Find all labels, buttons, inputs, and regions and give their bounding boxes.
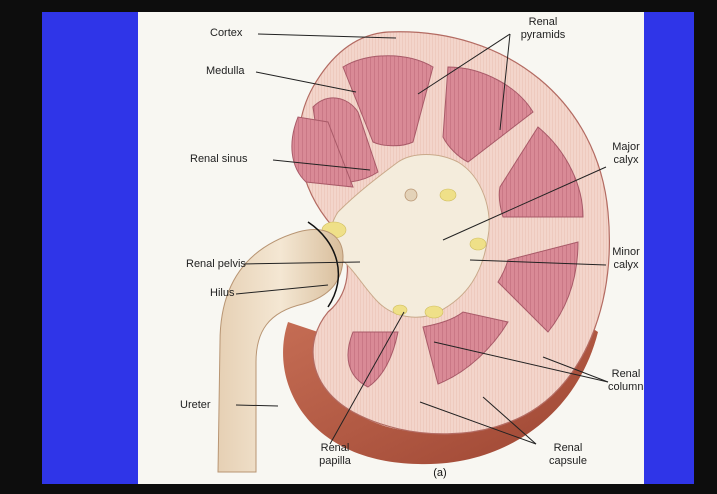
label-renal-columns: Renal columns — [608, 368, 644, 394]
label-major-calyx: Major calyx — [608, 141, 644, 167]
figure-caption: (a) — [420, 467, 460, 480]
label-ureter: Ureter — [180, 399, 211, 412]
label-minor-calyx: Minor calyx — [608, 246, 644, 272]
label-medulla: Medulla — [206, 65, 245, 78]
label-renal-capsule: Renal capsule — [543, 442, 593, 468]
label-renal-papilla: Renal papilla — [310, 442, 360, 468]
label-cortex: Cortex — [210, 27, 242, 40]
label-renal-sinus: Renal sinus — [190, 153, 247, 166]
label-hilus: Hilus — [210, 287, 234, 300]
slide-frame: Cortex Medulla Renal pyramids Renal sinu… — [42, 12, 694, 484]
kidney-illustration — [138, 12, 644, 484]
label-renal-pyramids: Renal pyramids — [513, 16, 573, 42]
diagram-plate: Cortex Medulla Renal pyramids Renal sinu… — [138, 12, 644, 484]
label-renal-pelvis: Renal pelvis — [186, 258, 246, 271]
